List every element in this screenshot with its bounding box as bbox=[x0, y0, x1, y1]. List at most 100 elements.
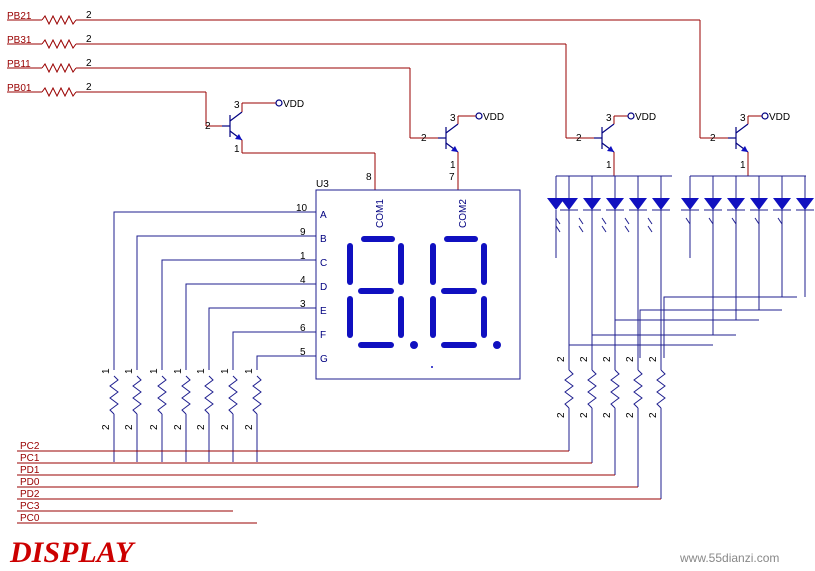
svg-text:2: 2 bbox=[173, 424, 184, 430]
diagram-title: DISPLAY bbox=[9, 536, 136, 569]
led-2-6 bbox=[796, 176, 814, 297]
led-2-5 bbox=[773, 176, 791, 297]
resistor-led-2: 22 bbox=[579, 356, 597, 463]
svg-text:2: 2 bbox=[556, 356, 567, 362]
svg-text:2: 2 bbox=[196, 424, 207, 430]
transistor-q3: VDD 2 3 1 bbox=[566, 112, 656, 176]
com2-pin: 7 bbox=[449, 172, 455, 183]
emitter-pin: 1 bbox=[234, 144, 240, 155]
led-crossover-wiring bbox=[568, 296, 797, 358]
seg-f-label: F bbox=[320, 330, 326, 341]
net-label-pb01: PB01 bbox=[7, 83, 32, 94]
resistor-led-5: 22 bbox=[648, 356, 666, 499]
svg-text:1: 1 bbox=[149, 368, 160, 374]
input-net-pb31: PB31 2 bbox=[7, 34, 567, 138]
resistor-led-3: 22 bbox=[602, 356, 620, 475]
port-buses: PC2 PC1 PD1 PD0 PD2 PC3 PC0 bbox=[17, 441, 661, 524]
resistor-seg-c: 1 2 bbox=[149, 368, 167, 462]
transistor-q1: VDD 2 3 1 bbox=[205, 99, 376, 190]
seg-d-pin: 4 bbox=[300, 275, 306, 286]
com1-label: COM1 bbox=[375, 199, 386, 228]
svg-text:2: 2 bbox=[220, 424, 231, 430]
svg-text:2: 2 bbox=[244, 424, 255, 430]
collector-pin: 3 bbox=[606, 113, 612, 124]
collector-pin: 3 bbox=[740, 113, 746, 124]
seg-e-label: E bbox=[320, 306, 327, 317]
display-ref: U3 bbox=[316, 179, 329, 190]
pin-label: 2 bbox=[86, 82, 92, 93]
resistor-seg-a: 1 2 bbox=[101, 368, 119, 462]
port-label-pc2: PC2 bbox=[20, 441, 40, 452]
seg-g-pin: 5 bbox=[300, 347, 306, 358]
input-net-pb21: PB21 2 bbox=[7, 10, 701, 138]
seg-a-label: A bbox=[320, 210, 327, 221]
com1-pin: 8 bbox=[366, 172, 372, 183]
net-label-pb11: PB11 bbox=[7, 59, 31, 70]
pin-label: 2 bbox=[86, 58, 92, 69]
svg-text:1: 1 bbox=[173, 368, 184, 374]
svg-text:2: 2 bbox=[602, 412, 613, 418]
transistor-q4: VDD 2 3 1 bbox=[700, 112, 790, 176]
seg-f-pin: 6 bbox=[300, 323, 306, 334]
svg-text:2: 2 bbox=[648, 356, 659, 362]
display-u3: U3 8 7 COM1 COM2 A B C D E F G 10 9 1 4 … bbox=[296, 172, 521, 380]
svg-text:1: 1 bbox=[196, 368, 207, 374]
port-label-pc3: PC3 bbox=[20, 501, 40, 512]
led-2-3 bbox=[727, 176, 745, 320]
emitter-pin: 1 bbox=[450, 160, 456, 171]
svg-text:2: 2 bbox=[579, 412, 590, 418]
digit-2 bbox=[430, 236, 501, 349]
led-bank-2 bbox=[681, 175, 814, 335]
seg-b-label: B bbox=[320, 234, 327, 245]
svg-text:2: 2 bbox=[101, 424, 112, 430]
led-2-4 bbox=[750, 176, 768, 310]
port-label-pd1: PD1 bbox=[20, 465, 40, 476]
resistor-seg-b: 1 2 bbox=[124, 368, 142, 462]
led-1-1 bbox=[555, 176, 578, 370]
digit-1 bbox=[347, 236, 418, 349]
led-resistors: 22 22 22 22 22 bbox=[556, 356, 666, 499]
led-1-5 bbox=[647, 176, 670, 370]
svg-text:2: 2 bbox=[149, 424, 160, 430]
svg-text:2: 2 bbox=[625, 412, 636, 418]
vdd-label: VDD bbox=[483, 112, 504, 123]
seg-b-pin: 9 bbox=[300, 227, 306, 238]
net-label-pb21: PB21 bbox=[7, 11, 32, 22]
svg-text:1: 1 bbox=[101, 368, 112, 374]
vdd-label: VDD bbox=[283, 99, 304, 110]
pin-label: 2 bbox=[86, 34, 92, 45]
led-bank-1 bbox=[547, 175, 672, 370]
svg-text:2: 2 bbox=[556, 412, 567, 418]
vdd-label: VDD bbox=[769, 112, 790, 123]
seg-c-label: C bbox=[320, 258, 327, 269]
seg-a-pin: 10 bbox=[296, 203, 308, 214]
seg-c-pin: 1 bbox=[300, 251, 306, 262]
input-net-pb01: PB01 2 bbox=[7, 82, 207, 126]
emitter-pin: 1 bbox=[606, 160, 612, 171]
watermark: www.55dianzi.com bbox=[679, 551, 779, 565]
base-pin: 2 bbox=[205, 121, 211, 132]
led-1-2 bbox=[578, 176, 601, 370]
resistor-seg-e: 1 2 bbox=[196, 368, 214, 462]
port-label-pc1: PC1 bbox=[20, 453, 40, 464]
base-pin: 2 bbox=[421, 133, 427, 144]
base-pin: 2 bbox=[710, 133, 716, 144]
com2-label: COM2 bbox=[458, 199, 469, 228]
collector-pin: 3 bbox=[234, 100, 240, 111]
svg-text:2: 2 bbox=[579, 356, 590, 362]
resistor-seg-g: 1 2 bbox=[244, 368, 262, 462]
segment-resistors: 1 2 1 2 1 2 1 2 1 2 bbox=[101, 368, 262, 462]
svg-text:1: 1 bbox=[124, 368, 135, 374]
svg-text:1: 1 bbox=[220, 368, 231, 374]
input-net-pb11: PB11 2 bbox=[7, 58, 411, 138]
led-2-2 bbox=[704, 176, 722, 335]
resistor-seg-d: 1 2 bbox=[173, 368, 191, 462]
led-1-4 bbox=[624, 176, 647, 370]
pin-label: 2 bbox=[86, 10, 92, 21]
resistor-seg-f: 1 2 bbox=[220, 368, 238, 462]
resistor-led-4: 22 bbox=[625, 356, 643, 487]
resistor-led-1: 22 bbox=[556, 356, 574, 451]
emitter-pin: 1 bbox=[740, 160, 746, 171]
